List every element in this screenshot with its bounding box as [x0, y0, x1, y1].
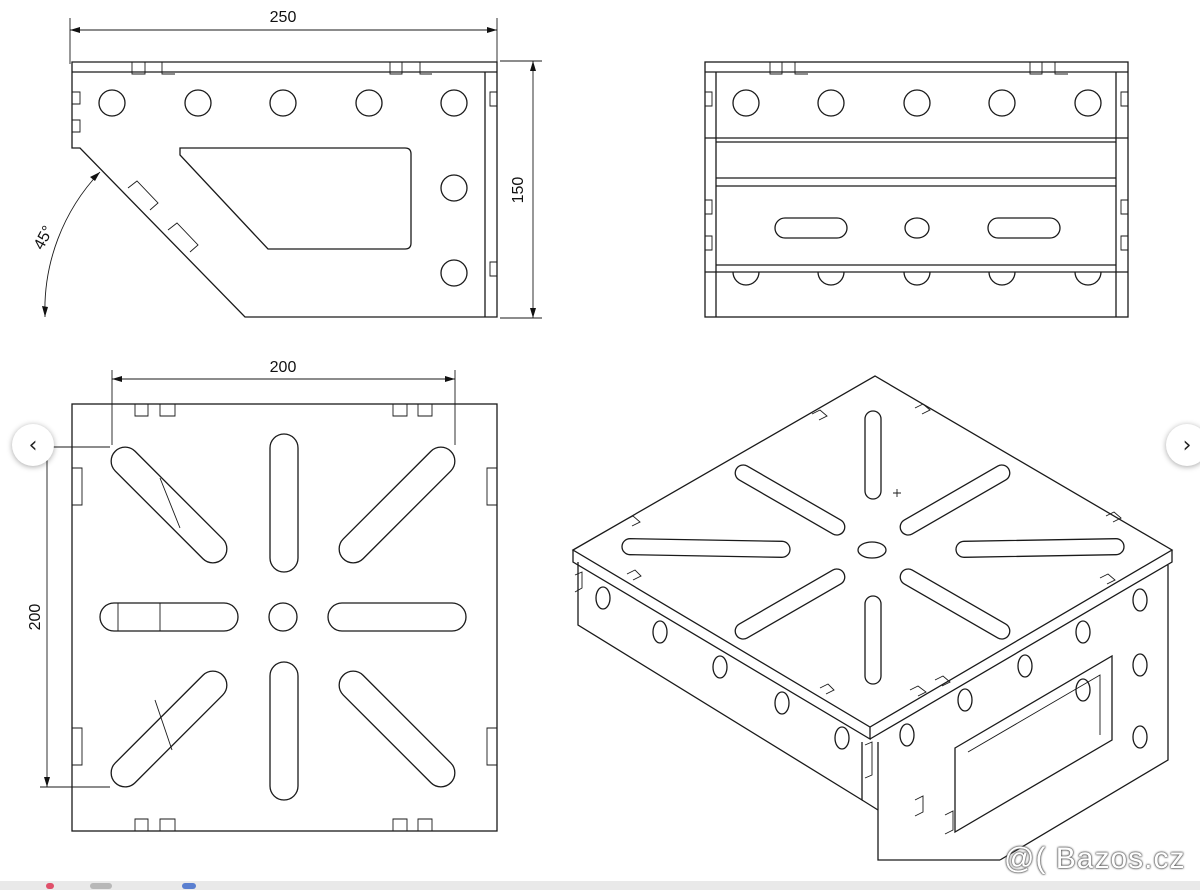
chevron-right-icon: ›: [1182, 432, 1192, 458]
strip-dot: [182, 883, 196, 889]
next-image-button[interactable]: ›: [1166, 424, 1200, 466]
front-view: [704, 61, 1129, 318]
dimension-200-horizontal: 200: [270, 359, 297, 376]
previous-image-button[interactable]: ‹: [12, 424, 54, 466]
strip-dot: [46, 883, 54, 889]
dimension-250: 250: [270, 9, 297, 26]
strip-dot: [90, 883, 112, 889]
dimension-150: 150: [510, 177, 527, 204]
plan-view: 200 200: [27, 359, 498, 832]
dimension-angle: 45°: [31, 223, 57, 252]
isometric-view: [571, 375, 1174, 861]
watermark: @( Bazos.cz: [1004, 842, 1186, 875]
bottom-strip: [0, 881, 1200, 890]
dimension-200-vertical: 200: [27, 604, 44, 631]
chevron-left-icon: ‹: [28, 432, 38, 458]
side-view: 250 150: [31, 9, 542, 319]
